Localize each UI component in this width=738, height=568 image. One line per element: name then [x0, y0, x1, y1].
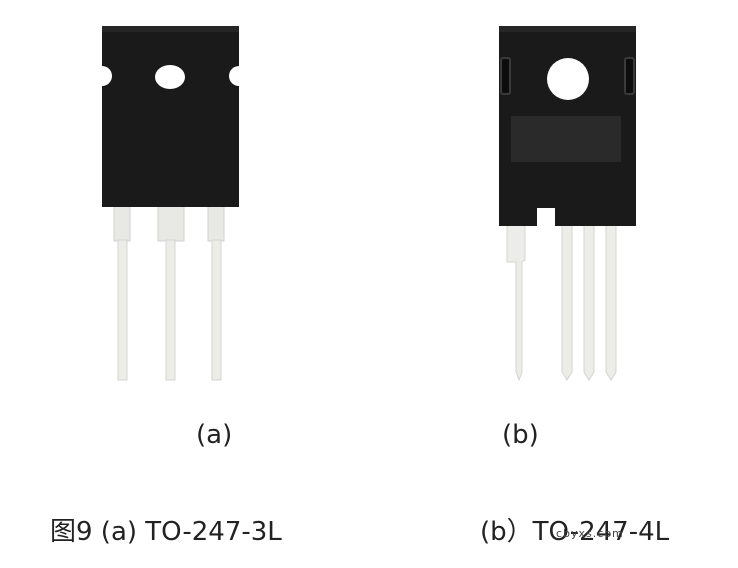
lead-kelvin-source: [561, 223, 573, 381]
to247-4l-marking-area: [511, 116, 621, 162]
caption-b: (b）TO-247-4L: [480, 517, 670, 547]
to247-3l-left-notch: [102, 66, 112, 86]
lead-drain: [506, 223, 526, 382]
lead-3: [211, 239, 222, 381]
lead-gate: [605, 223, 617, 381]
caption-a: 图9 (a) TO-247-3L: [50, 517, 282, 547]
lead-2-shoulder: [157, 204, 185, 242]
to247-3l-drawing: [102, 26, 239, 381]
to247-3l-body: [102, 26, 239, 207]
label-b: (b): [502, 420, 539, 450]
to247-3l-package: [100, 0, 242, 390]
to247-3l-top-edge: [102, 26, 239, 32]
to247-4l-right-slot: [624, 57, 635, 95]
to247-4l-package: [495, 0, 640, 390]
lead-1: [117, 239, 128, 381]
to247-4l-top-edge: [499, 26, 636, 32]
to247-3l-right-notch: [229, 66, 239, 86]
to247-4l-drawing: [499, 26, 636, 382]
lead-2: [165, 239, 176, 381]
to247-3l-mounting-hole: [155, 65, 185, 89]
lead-1-shoulder: [113, 204, 131, 242]
to247-4l-mounting-hole: [547, 58, 589, 100]
label-a: (a): [196, 420, 233, 450]
lead-3-shoulder: [207, 204, 225, 242]
to247-4l-leads: [506, 223, 617, 382]
watermark: cbyxs.com: [556, 527, 624, 540]
to247-4l-left-slot: [500, 57, 511, 95]
lead-source: [583, 223, 595, 381]
to247-3l-leads: [113, 204, 225, 381]
